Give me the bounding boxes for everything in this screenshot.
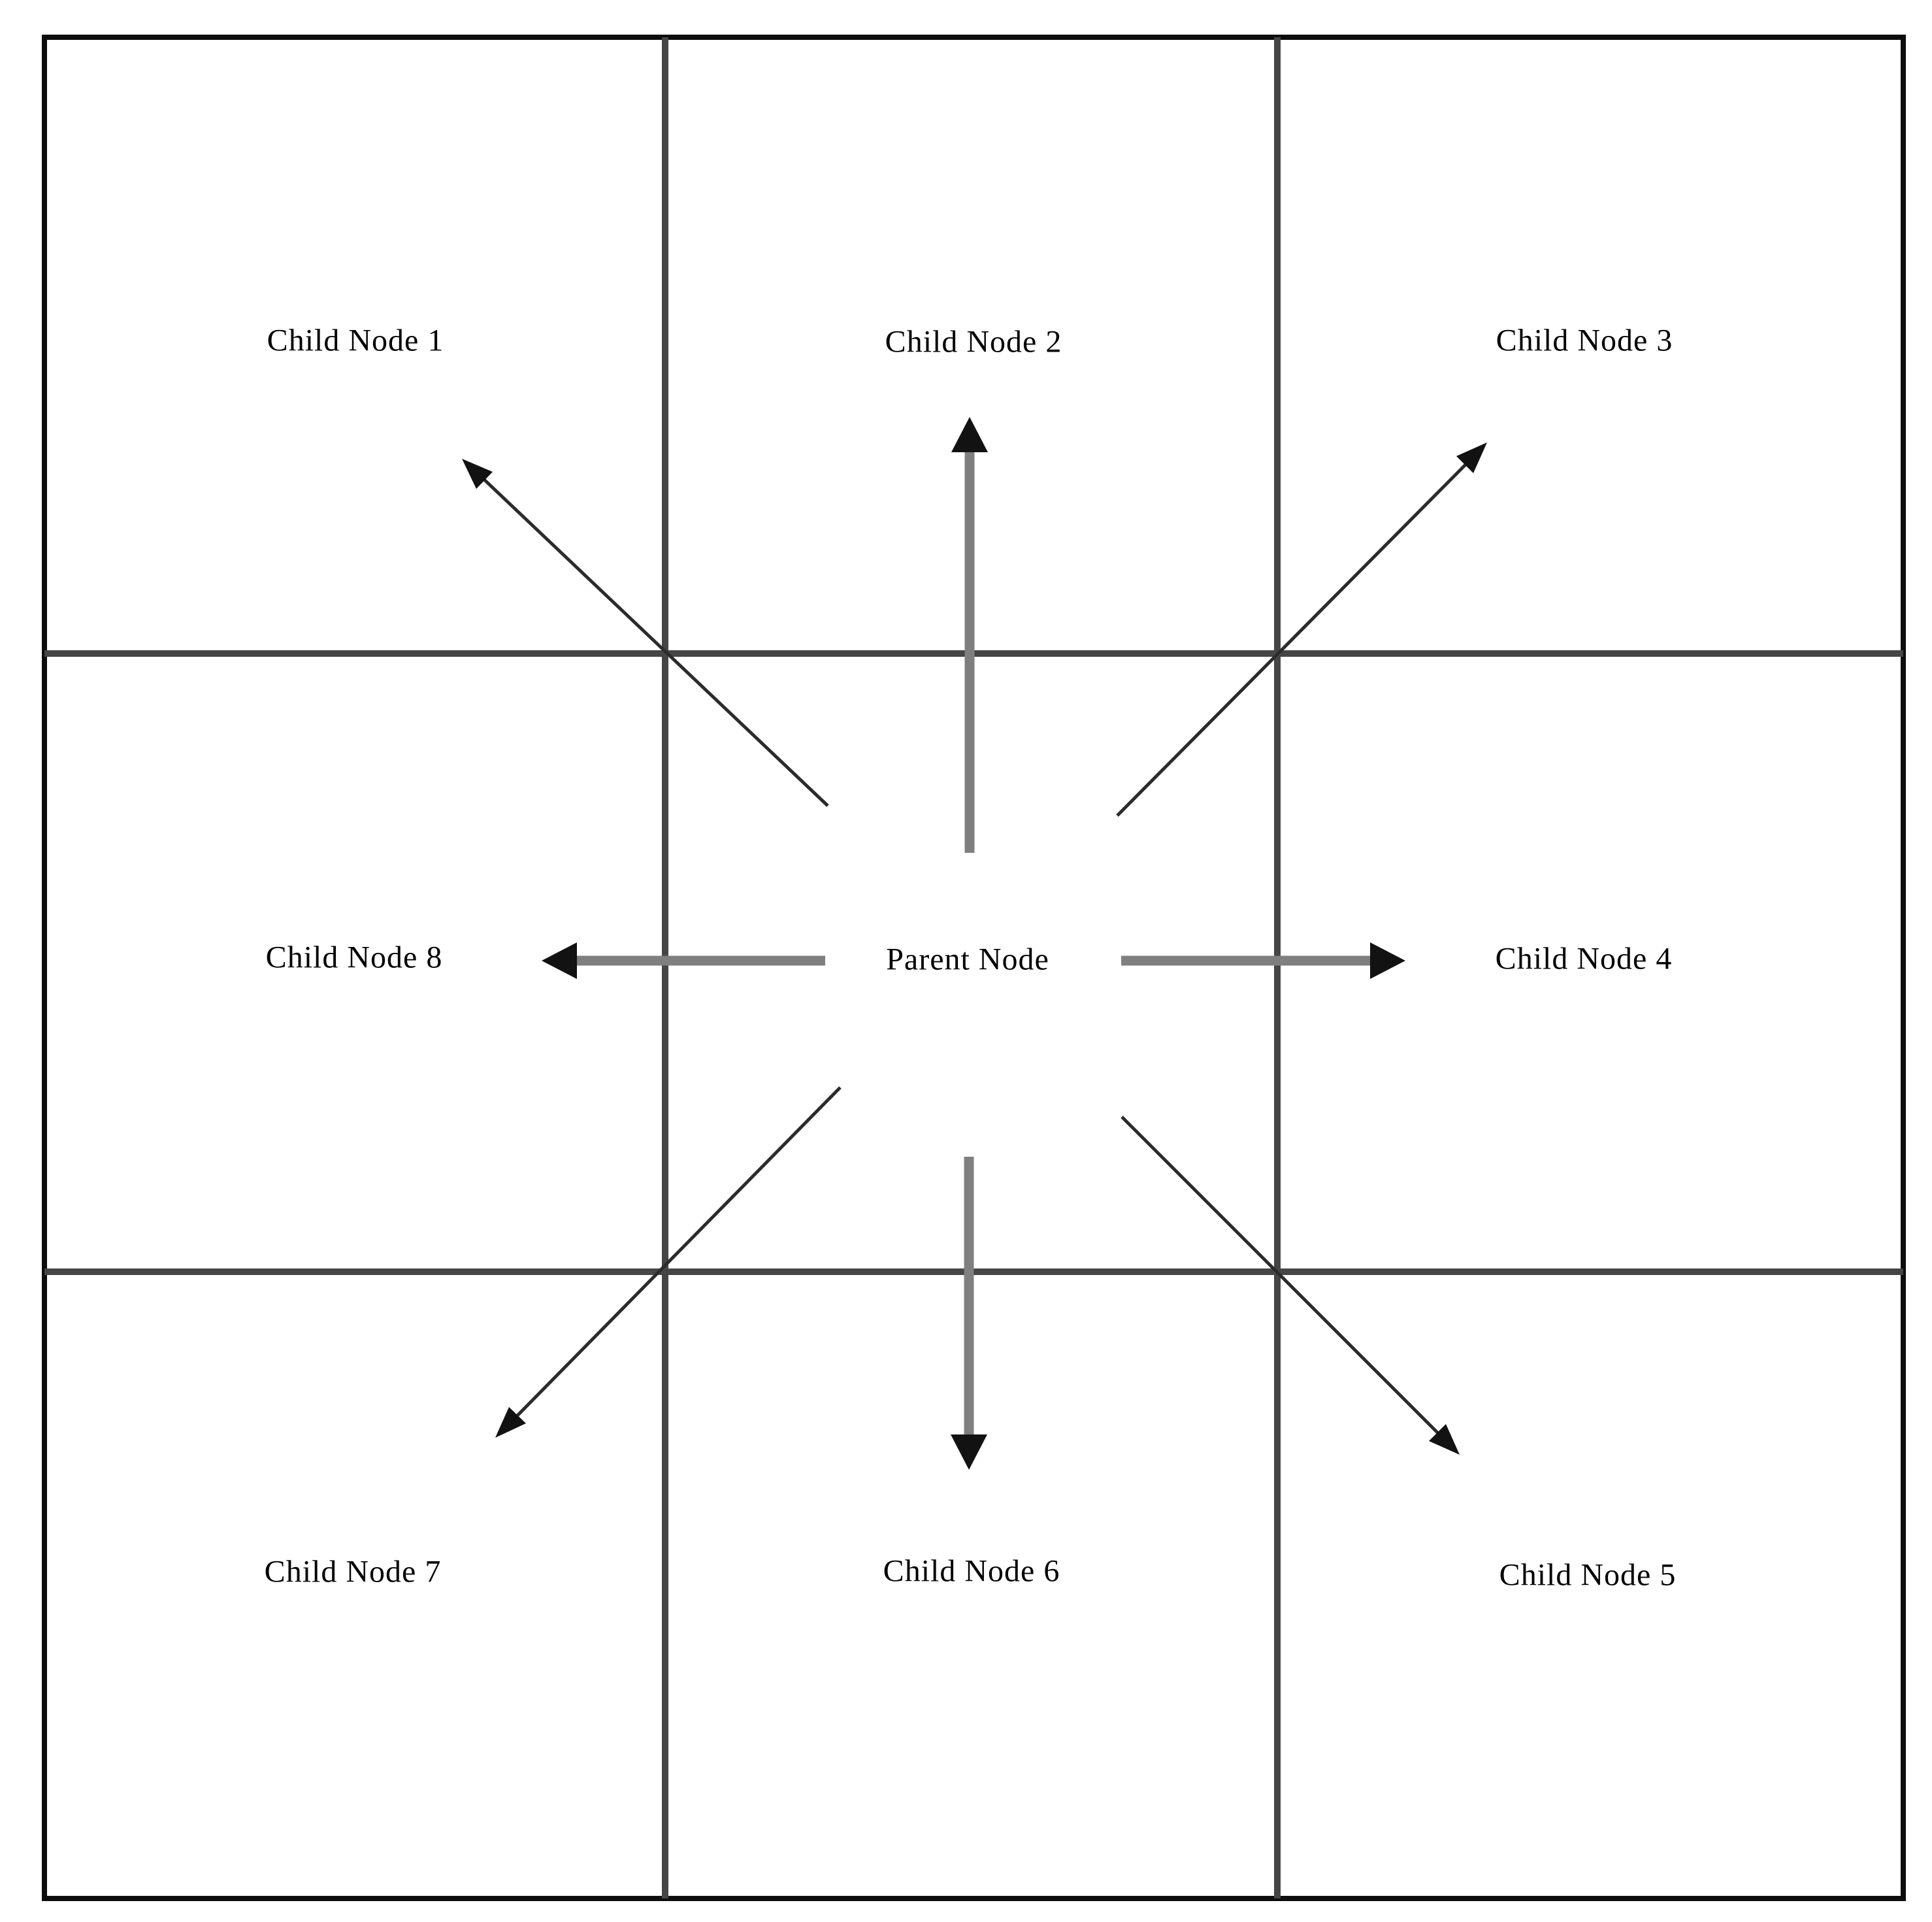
arrowhead-up-left-icon (462, 459, 493, 489)
node-label-child-4: Child Node 4 (1495, 941, 1673, 976)
node-label-child-7: Child Node 7 (264, 1554, 442, 1589)
arrowhead-left-icon (542, 942, 577, 979)
arrowhead-right-icon (1370, 942, 1405, 979)
node-label-child-5: Child Node 5 (1499, 1557, 1677, 1593)
arrow-shaft (1121, 1116, 1442, 1437)
arrowhead-down-right-icon (1429, 1424, 1460, 1455)
arrow-parent-to-child-1 (462, 459, 829, 807)
node-label-parent: Parent Node (886, 942, 1049, 977)
arrow-shaft (480, 476, 829, 807)
arrow-parent-to-child-6 (951, 1157, 987, 1470)
node-label-child-6: Child Node 6 (883, 1553, 1060, 1589)
arrowhead-down-left-icon (495, 1407, 526, 1438)
arrow-parent-to-child-7 (495, 1086, 842, 1438)
arrow-parent-to-child-8 (542, 942, 825, 979)
node-label-child-8: Child Node 8 (265, 940, 443, 975)
arrow-parent-to-child-4 (1121, 942, 1405, 979)
arrow-shaft (1116, 461, 1469, 817)
grid (42, 35, 1906, 1901)
grid-outer-border (42, 35, 1906, 1901)
node-label-child-3: Child Node 3 (1496, 323, 1673, 358)
arrowhead-up-icon (951, 417, 988, 452)
arrow-shaft (512, 1086, 842, 1421)
arrowhead-up-right-icon (1456, 442, 1487, 473)
arrow-parent-to-child-3 (1116, 442, 1487, 817)
arrowhead-down-icon (951, 1434, 987, 1470)
node-label-child-1: Child Node 1 (267, 323, 444, 358)
arrow-parent-to-child-5 (1121, 1116, 1460, 1455)
node-label-child-2: Child Node 2 (885, 324, 1062, 359)
arrow-parent-to-child-2 (951, 417, 988, 853)
